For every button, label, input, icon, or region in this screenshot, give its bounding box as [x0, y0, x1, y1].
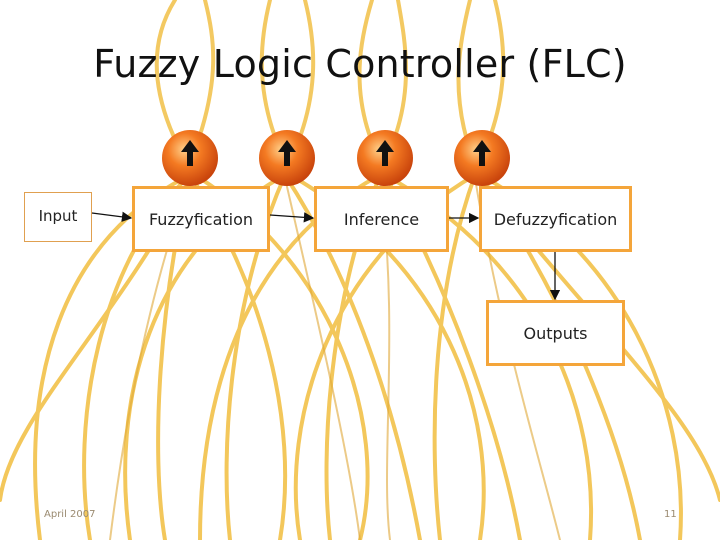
defuzzification-node-label: Defuzzyfication — [493, 209, 618, 229]
outputs-node-label: Outputs — [523, 323, 588, 343]
slide-title: Fuzzy Logic Controller (FLC) — [93, 42, 627, 86]
inference-node: Inference — [314, 186, 449, 252]
fuzzification-node: Fuzzyfication — [132, 186, 270, 252]
input-node: Input — [24, 192, 92, 242]
outputs-node: Outputs — [486, 300, 625, 366]
input-node-label: Input — [38, 207, 78, 225]
fuzzification-node-label: Fuzzyfication — [148, 209, 254, 229]
inference-node-label: Inference — [343, 209, 420, 229]
page-number: 11 — [664, 509, 677, 520]
footer-date: April 2007 — [44, 509, 96, 520]
defuzzification-node: Defuzzyfication — [479, 186, 632, 252]
